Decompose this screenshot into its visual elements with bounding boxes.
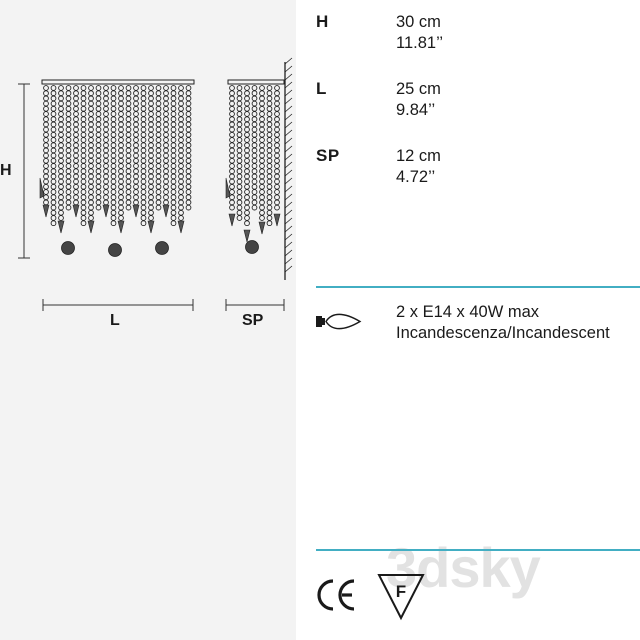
candle-bulb-icon bbox=[316, 313, 362, 330]
bulb-spec-block: 2 x E14 x 40W max Incandescenza/Incandes… bbox=[396, 302, 610, 344]
spec-length-values: 25 cm 9.84’’ bbox=[396, 79, 441, 121]
length-dimension-line bbox=[42, 299, 194, 311]
chandelier-side-view bbox=[225, 57, 293, 280]
spec-depth-key: SP bbox=[316, 146, 340, 165]
length-dimension-label: L bbox=[110, 312, 120, 329]
spec-height-key: H bbox=[316, 12, 329, 31]
depth-dimension-label: SP bbox=[242, 312, 264, 329]
bulb-type-text: Incandescenza/Incandescent bbox=[396, 324, 610, 342]
height-dimension-line bbox=[18, 83, 30, 259]
f-mark-text: F bbox=[396, 582, 406, 601]
spec-height-values: 30 cm 11.81’’ bbox=[396, 12, 443, 54]
ce-mark-text: CE bbox=[316, 577, 318, 579]
f-mark-triangle-icon: F bbox=[377, 574, 425, 621]
ce-mark-icon: CE bbox=[316, 577, 355, 611]
chandelier-front-view bbox=[39, 79, 195, 257]
spec-height-metric: 30 cm bbox=[396, 13, 441, 31]
spec-depth-metric: 12 cm bbox=[396, 147, 441, 165]
divider-rule-bottom bbox=[316, 549, 640, 551]
technical-drawing-panel: H L SP bbox=[0, 0, 296, 640]
height-dimension-label: H bbox=[0, 162, 12, 179]
spec-length-metric: 25 cm bbox=[396, 80, 441, 98]
bulb-spec-text: 2 x E14 x 40W max bbox=[396, 303, 540, 321]
spec-depth-values: 12 cm 4.72’’ bbox=[396, 146, 441, 188]
spec-length-imperial: 9.84’’ bbox=[396, 101, 436, 119]
spec-depth-imperial: 4.72’’ bbox=[396, 168, 436, 186]
depth-dimension-line bbox=[225, 299, 285, 311]
spec-length-key: L bbox=[316, 79, 327, 98]
divider-rule-top bbox=[316, 286, 640, 288]
specifications-panel: H 30 cm 11.81’’ L 25 cm 9.84’’ SP 12 cm … bbox=[296, 0, 640, 640]
watermark-text: 3dsky bbox=[386, 536, 541, 599]
spec-height-imperial: 11.81’’ bbox=[396, 34, 444, 52]
